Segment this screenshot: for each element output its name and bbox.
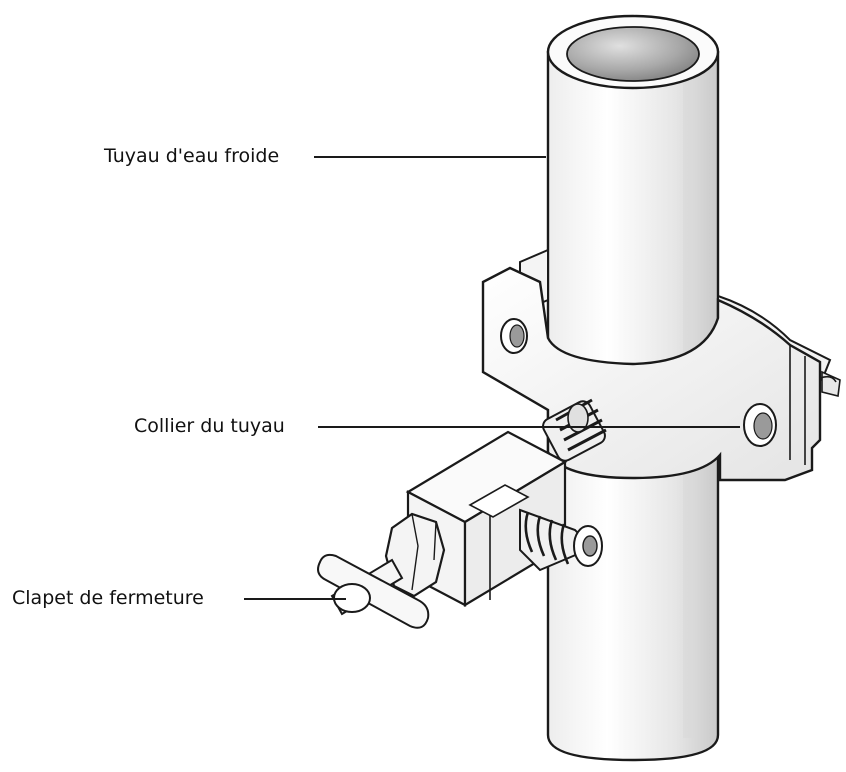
t-handle	[317, 553, 430, 629]
threaded-stem	[542, 398, 607, 462]
outlet-nipple	[519, 508, 603, 572]
label-shutoff-valve: Clapet de fermeture	[12, 587, 204, 609]
hex-nut	[384, 512, 446, 598]
pipe-inner-bore	[566, 26, 700, 82]
label-pipe-clamp: Collier du tuyau	[134, 415, 285, 437]
label-cold-water-pipe: Tuyau d'eau froide	[104, 145, 280, 167]
